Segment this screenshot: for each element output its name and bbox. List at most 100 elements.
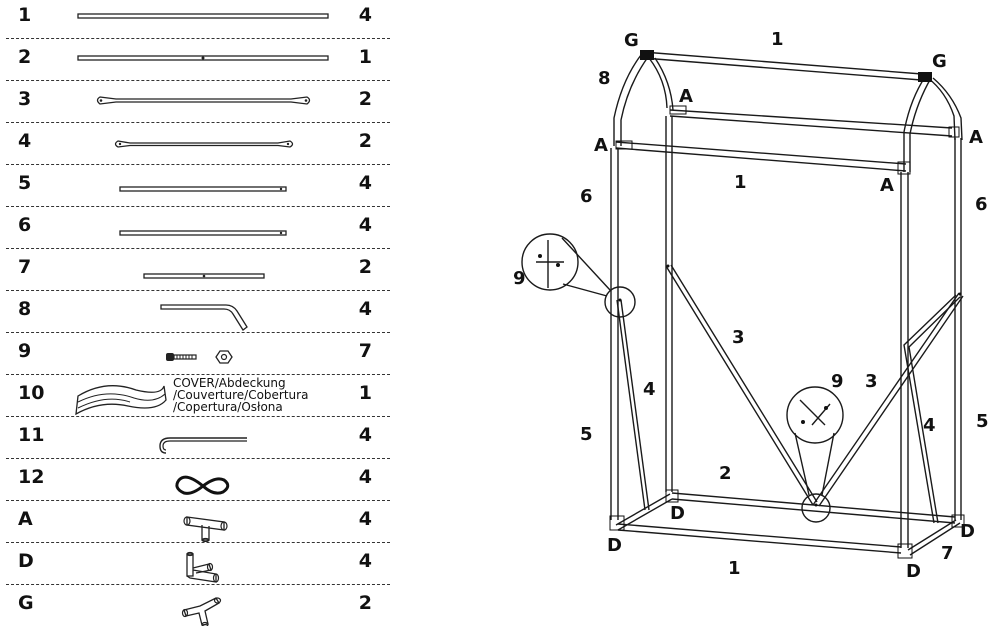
cover-note: COVER/Abdeckung/Couverture/Cobertura/Cop…: [173, 376, 309, 414]
part-number: 7: [18, 256, 32, 278]
part-row: 5 4: [6, 164, 390, 207]
label-3-right: 3: [865, 371, 878, 392]
part-number: A: [18, 508, 33, 530]
part-row: 2 1: [6, 38, 390, 81]
detail-circle-right: [801, 493, 831, 523]
right-front-post: [900, 172, 909, 548]
label-G-left: G: [624, 30, 639, 51]
label-9-right: 9: [831, 371, 844, 392]
part-number: D: [18, 550, 34, 572]
part-number: 10: [18, 382, 45, 404]
part-quantity: 1: [358, 46, 372, 68]
label-4-left: 4: [643, 379, 656, 400]
left-brace-4: [616, 299, 650, 511]
part-quantity: 4: [358, 550, 372, 572]
part-quantity: 4: [358, 298, 372, 320]
detail-zoom-right: [786, 386, 844, 444]
label-A-inner: A: [679, 86, 693, 107]
label-1-front: 1: [728, 558, 741, 579]
label-A-right: A: [969, 127, 983, 148]
hook-peg-icon: [159, 437, 247, 454]
part-row: 9 7: [6, 332, 390, 375]
label-D-front-left: D: [607, 535, 622, 556]
part-number: 9: [18, 340, 32, 362]
part-row: D 4: [6, 542, 390, 585]
label-G-right: G: [932, 51, 947, 72]
part-number: 3: [18, 88, 32, 110]
detail-zoom-left: [521, 233, 579, 291]
label-7: 7: [941, 543, 954, 564]
label-1-top: 1: [771, 29, 784, 50]
detail-circle-left: [604, 286, 636, 318]
left-bent-tube: [613, 54, 649, 146]
part-row: 4 2: [6, 122, 390, 165]
label-2-base: 2: [719, 463, 732, 484]
elastic-loop-icon: [175, 475, 230, 495]
part-number: 6: [18, 214, 32, 236]
left-front-post: [610, 148, 619, 520]
top-ridge-tube: [642, 51, 923, 81]
part-row: 3 2: [6, 80, 390, 123]
right-brace-3: [812, 292, 964, 507]
label-D-front-right: D: [906, 561, 921, 582]
base-front: [617, 523, 902, 554]
label-8: 8: [598, 68, 611, 89]
part-row: 1 4: [6, 0, 390, 39]
label-9-left: 9: [513, 268, 526, 289]
part-quantity: 4: [358, 508, 372, 530]
short-tube-center-hole-icon: [143, 273, 265, 279]
rear-crossbar: [669, 109, 953, 137]
tube-with-end-hole-icon: [119, 230, 287, 236]
flat-brace-icon: [96, 96, 311, 105]
part-quantity: 1: [358, 382, 372, 404]
part-number: 5: [18, 172, 32, 194]
short-flat-brace-icon: [114, 140, 294, 148]
part-number: 2: [18, 46, 32, 68]
assembly-diagram: G 1 G 8 A A A 1 A 6 6 9 3 9 3 4 4 5 5 2 …: [500, 0, 995, 642]
part-row: 12 4: [6, 458, 390, 501]
frame-drawing: [521, 50, 965, 559]
part-quantity: 4: [358, 466, 372, 488]
part-row: 10 COVER/Abdeckung/Couverture/Cobertura/…: [6, 374, 390, 417]
part-row: A 4: [6, 500, 390, 543]
label-4-right: 4: [923, 415, 936, 436]
part-quantity: 7: [358, 340, 372, 362]
part-row: 7 2: [6, 248, 390, 291]
label-A-mid: A: [880, 175, 894, 196]
part-quantity: 2: [358, 130, 372, 152]
parts-list: 1 4 2 1 3 2 4 2 5 4 6 4 7 2 8 4 9 7: [0, 0, 392, 642]
part-number: 8: [18, 298, 32, 320]
tube-with-end-hole-icon: [119, 186, 287, 192]
t-connector-icon: [183, 516, 228, 542]
left-rear-post: [665, 116, 673, 492]
part-number: 12: [18, 466, 45, 488]
cover-fabric-icon: [75, 385, 167, 416]
long-tube-center-hole-icon: [77, 55, 329, 61]
front-crossbar: [615, 141, 907, 172]
label-A-left: A: [594, 135, 608, 156]
corner-connector-icon: [186, 551, 220, 583]
right-rear-post: [954, 138, 962, 520]
label-1-mid: 1: [734, 172, 747, 193]
three-way-connector-icon: [181, 597, 222, 626]
part-quantity: 4: [358, 172, 372, 194]
label-3-left: 3: [732, 327, 745, 348]
base-right: [907, 519, 961, 556]
part-number: G: [18, 592, 34, 614]
part-row: 8 4: [6, 290, 390, 333]
right-outer-bent-tube: [927, 77, 963, 141]
long-tube-icon: [77, 13, 329, 19]
part-quantity: 4: [358, 214, 372, 236]
part-quantity: 4: [358, 4, 372, 26]
part-row: G 2: [6, 584, 390, 626]
label-6-right: 6: [975, 194, 988, 215]
part-row: 6 4: [6, 206, 390, 249]
right-brace-4: [903, 294, 961, 524]
part-number: 4: [18, 130, 32, 152]
label-5-left: 5: [580, 424, 593, 445]
label-6-left: 6: [580, 186, 593, 207]
bolt-and-nut-icon: [166, 350, 233, 364]
part-quantity: 2: [358, 256, 372, 278]
part-number: 1: [18, 4, 32, 26]
label-D-back-left: D: [670, 503, 685, 524]
